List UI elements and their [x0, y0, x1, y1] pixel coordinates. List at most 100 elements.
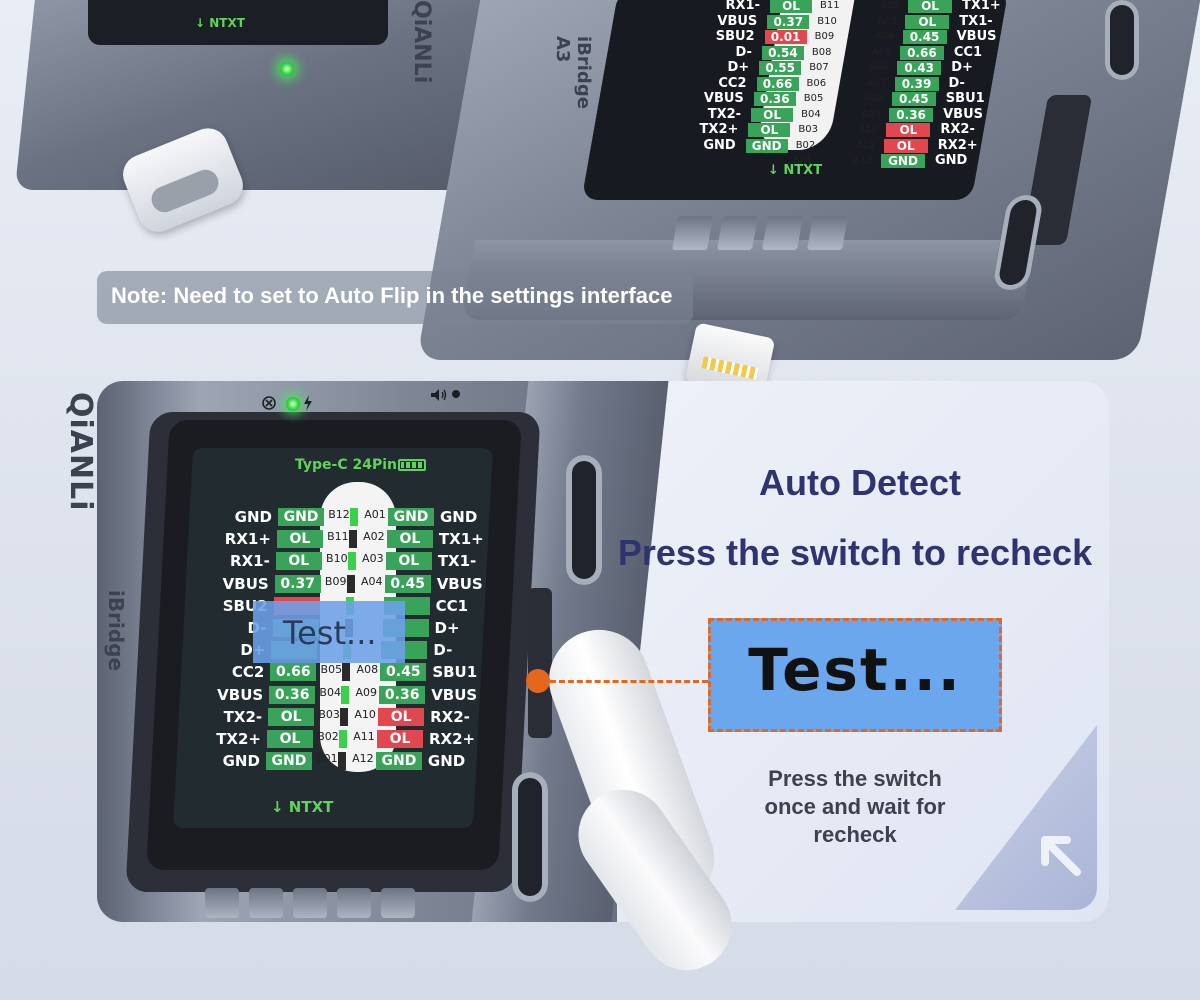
- pin-a: A10: [354, 708, 376, 721]
- pin-label-right: SBU1: [432, 663, 478, 681]
- top-pin-label-right: D+: [951, 60, 973, 75]
- speaker-icon: [431, 389, 447, 401]
- top-pin-a: A08: [863, 93, 884, 104]
- pin-a: A08: [356, 663, 379, 676]
- top-pin-b: B01: [793, 155, 813, 166]
- mute-icon: [262, 396, 276, 410]
- top-pin-label-right: SBU1: [945, 91, 985, 106]
- top-pin-label-right: VBUS: [956, 29, 997, 44]
- top-pin-b: B07: [809, 62, 829, 73]
- pin-label-left: TX2-: [223, 708, 263, 726]
- pin-b: B11: [327, 530, 349, 543]
- top-pin-label-right: TX1-: [959, 13, 993, 29]
- pin-bar: [341, 686, 350, 704]
- top-pin-label-left: VBUS: [703, 91, 744, 106]
- top-pin-value-right: 0.45: [891, 92, 936, 106]
- top-pin-a: A04: [874, 31, 895, 42]
- pin-label-right: GND: [440, 508, 478, 526]
- top-pin-value-left: GND: [745, 138, 788, 153]
- bottom-vents: [205, 888, 415, 918]
- pin-value-right: GND: [388, 508, 434, 526]
- pin-value-left: OL: [275, 552, 322, 570]
- recheck-switch[interactable]: [528, 588, 552, 738]
- note-banner: [97, 271, 693, 324]
- top-pin-value-left: OL: [770, 0, 812, 13]
- pin-value-right: OL: [377, 730, 423, 748]
- pin-bar: [347, 552, 356, 570]
- pin-label-right: D-: [433, 641, 453, 659]
- pin-label-left: RX1-: [230, 552, 270, 570]
- top-pin-value-left: 0.66: [756, 76, 799, 91]
- corner-arrow-icon: [1041, 836, 1081, 876]
- top-pin-a: A12: [853, 155, 873, 166]
- pin-value-right: OL: [378, 708, 425, 726]
- pin-value-right: 0.36: [379, 686, 426, 704]
- status-led: [286, 397, 300, 411]
- top-pin-a: A11: [855, 139, 876, 151]
- pin-bar: [339, 730, 347, 748]
- screen-test-overlay: [253, 601, 405, 663]
- pin-value-left: 0.66: [270, 663, 317, 681]
- pin-b: B01: [316, 752, 338, 765]
- pin-label-left: TX2+: [216, 730, 261, 748]
- top-pin-label-left: D+: [727, 60, 750, 75]
- pin-value-left: 0.37: [274, 575, 321, 593]
- pin-bar: [337, 752, 346, 770]
- top-pin-b: B10: [817, 15, 837, 27]
- top-pin-a: A05: [871, 46, 892, 58]
- top-pin-b: B02: [795, 139, 816, 151]
- top-pin-label-left: VBUS: [717, 13, 758, 29]
- top-pin-value-left: OL: [748, 123, 791, 137]
- top-pin-value-right: 0.45: [902, 30, 947, 44]
- top-pin-a: A02: [880, 0, 900, 11]
- top-pin-value-right: OL: [908, 0, 952, 13]
- top-pin-b: B09: [814, 31, 835, 42]
- top-pin-value-right: 0.36: [889, 107, 934, 122]
- pin-a: A02: [363, 530, 385, 543]
- top-left-ntxt: ↓ NTXT: [195, 16, 245, 30]
- pin-b: B09: [324, 575, 347, 588]
- pin-label-right: D+: [434, 619, 460, 637]
- pin-a: A11: [353, 730, 375, 743]
- top-pin-label-right: GND: [935, 153, 968, 168]
- top-pin-a: A03: [877, 15, 897, 27]
- top-pin-value-right: OL: [905, 14, 950, 29]
- pin-value-left: GND: [265, 752, 312, 770]
- pin-value-left: OL: [268, 708, 315, 726]
- top-pin-value-left: 0.54: [761, 45, 804, 60]
- top-pin-label-right: D-: [948, 75, 965, 91]
- pin-a: A01: [364, 508, 386, 521]
- pin-value-right: 0.45: [380, 663, 427, 681]
- top-left-led: [280, 62, 294, 76]
- callout-connector: [550, 680, 708, 683]
- hint-text: Press the switch once and wait for reche…: [740, 765, 970, 849]
- pin-b: B04: [319, 686, 341, 699]
- top-pin-a: A06: [869, 62, 889, 73]
- top-pin-label-right: RX2-: [940, 122, 975, 137]
- pin-a: A04: [360, 575, 383, 588]
- hint-line: recheck: [813, 822, 897, 847]
- pin-a: A09: [355, 686, 377, 699]
- pin-bar: [350, 508, 358, 526]
- top-pin-label-left: D-: [735, 44, 752, 60]
- top-pin-label-left: SBU2: [715, 29, 755, 44]
- pin-value-right: OL: [385, 552, 432, 570]
- pin-label-left: VBUS: [217, 686, 264, 704]
- top-pin-label-left: GND: [703, 137, 736, 153]
- pin-label-left: GND: [234, 508, 272, 526]
- top-pin-b: B08: [811, 46, 832, 58]
- test-callout-text: Test...: [748, 636, 962, 704]
- top-right-port-2: [1105, 0, 1139, 80]
- top-pin-value-right: 0.43: [897, 61, 942, 75]
- pin-value-right: OL: [386, 530, 433, 548]
- pin-bar: [346, 575, 355, 593]
- top-pin-a: A09: [861, 108, 881, 120]
- pin-value-left: OL: [276, 530, 323, 548]
